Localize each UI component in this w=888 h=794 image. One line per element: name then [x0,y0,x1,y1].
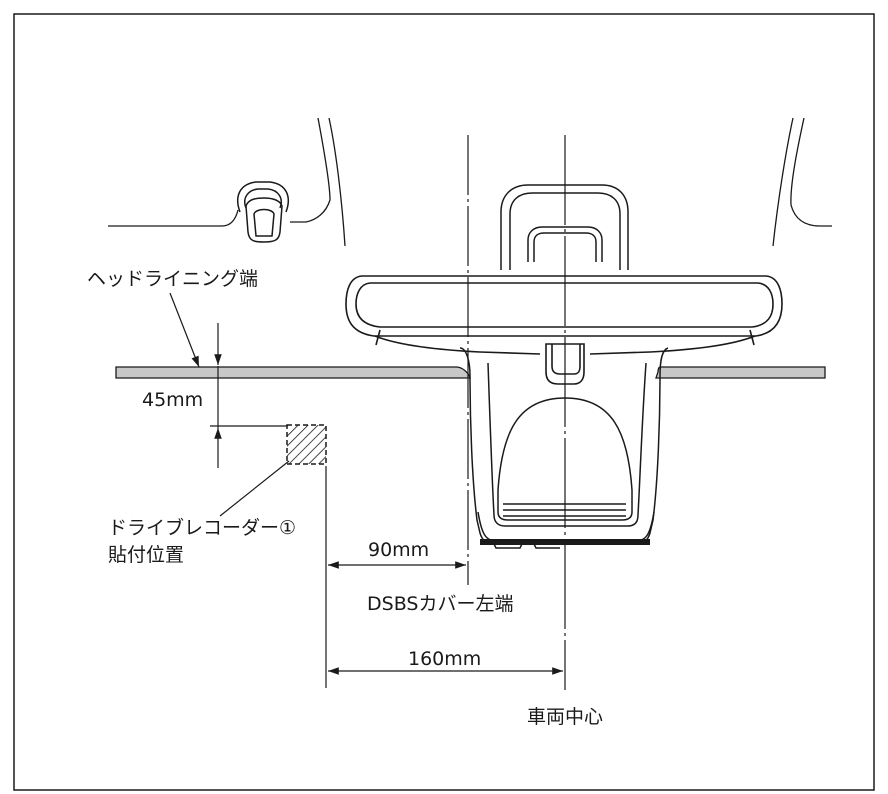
dim-45mm-label: 45mm [142,389,204,411]
headlining-leader [169,292,200,368]
vehicle-center-label: 車両中心 [527,706,604,728]
windshield-frame [108,117,832,247]
dim-160mm-label: 160mm [408,648,482,670]
leaders [169,292,290,517]
recorder-position-label-line2: 貼付位置 [108,544,185,566]
dim-45mm [210,323,287,468]
dim-90mm-label: 90mm [368,539,430,561]
reference-lines [467,135,566,690]
rear-view-mirror [345,275,783,385]
recorder-leader [219,460,290,517]
diagram-border [13,13,875,791]
dsbs-cover-left-edge-label: DSBSカバー左端 [367,593,514,615]
headlining-edge-label: ヘッドライニング端 [87,268,259,290]
sensor-clip [236,181,290,243]
headlining [115,366,826,379]
dsbs-cover [459,347,669,549]
dims-horizontal [325,466,563,688]
recorder-position-label-line1: ドライブレコーダー① [108,517,297,539]
recorder-position-box [286,424,327,465]
